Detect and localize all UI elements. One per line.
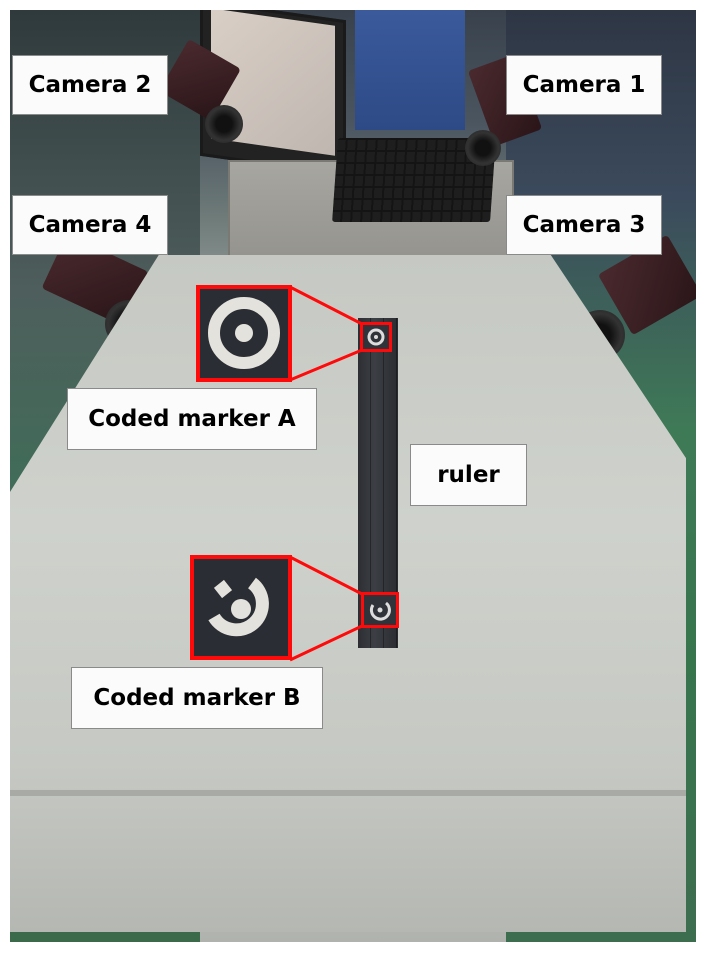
concentric-ring-marker-icon bbox=[208, 297, 280, 369]
marker-b-small-icon bbox=[369, 601, 391, 621]
blue-panel bbox=[355, 10, 465, 130]
marker-b-label: Coded marker B bbox=[71, 667, 323, 729]
table-edge bbox=[10, 790, 686, 796]
marker-a-label: Coded marker A bbox=[67, 388, 317, 450]
marker-b-inset bbox=[190, 555, 292, 660]
marker-a-inset bbox=[196, 285, 292, 382]
marker-a-small-icon bbox=[367, 328, 385, 346]
coded-ring-marker-icon bbox=[208, 577, 269, 637]
camera-4-label: Camera 4 bbox=[12, 195, 168, 255]
camera-1-label: Camera 1 bbox=[506, 55, 662, 115]
camera-3-label: Camera 3 bbox=[506, 195, 662, 255]
table-surface bbox=[10, 255, 686, 932]
camera-2-label: Camera 2 bbox=[12, 55, 168, 115]
camera-2-lens bbox=[205, 105, 243, 143]
ruler-label: ruler bbox=[410, 444, 527, 506]
marker-b-highlight bbox=[361, 592, 399, 628]
camera-1-lens bbox=[465, 130, 501, 166]
marker-a-highlight bbox=[360, 322, 392, 352]
